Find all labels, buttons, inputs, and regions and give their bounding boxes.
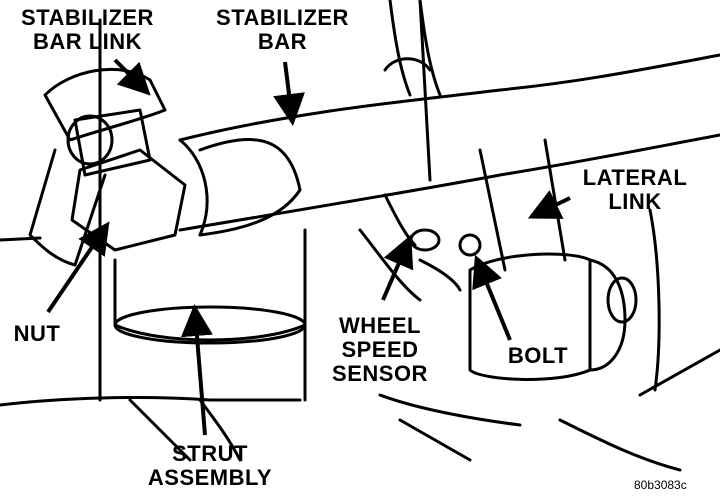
label-stabilizer-bar-link-line1: STABILIZER [21, 5, 154, 30]
stud [73, 108, 152, 177]
label-stabilizer-bar-link-line2: BAR LINK [32, 29, 143, 54]
bolt-head-small [458, 233, 482, 257]
link-post [43, 67, 167, 142]
label-wheel-speed-sensor-line3: SENSOR [332, 361, 428, 386]
arrow-nut [46, 221, 110, 314]
arrow-lateral-link [527, 190, 571, 219]
sensor-head [409, 228, 441, 252]
figure-id: 80b3083c [634, 478, 687, 492]
label-bolt: BOLT [498, 344, 578, 368]
nut-hex [70, 148, 187, 252]
arrow-strut-assembly [180, 304, 213, 436]
knuckle-lower [378, 393, 682, 472]
hose-loop [383, 57, 432, 72]
stabilizer-bar-end [178, 138, 209, 237]
bushing-nut [606, 276, 638, 324]
bushing-side [588, 258, 627, 372]
label-bolt-text: BOLT [507, 343, 569, 368]
label-stabilizer-bar-line2: BAR [257, 29, 308, 54]
strut-body [98, 18, 307, 402]
label-stabilizer-bar-line1: STABILIZER [216, 5, 349, 30]
label-lateral-link-line1: LATERAL [582, 165, 688, 190]
stud-end [66, 114, 114, 166]
strut-top [113, 258, 307, 342]
label-lateral-link: LATERAL LINK [575, 166, 695, 214]
arrow-wheel-speed-sensor [381, 234, 414, 301]
link-arm [28, 148, 107, 267]
label-strut-assembly: STRUT ASSEMBLY [130, 442, 290, 490]
label-strut-assembly-line1: STRUT [172, 441, 248, 466]
strut-cap [113, 305, 307, 345]
label-wheel-speed-sensor-line1: WHEEL [339, 313, 421, 338]
label-stabilizer-bar-link: STABILIZER BAR LINK [0, 6, 175, 54]
hose-top [388, 0, 442, 97]
label-nut: NUT [2, 322, 72, 346]
label-strut-assembly-line2: ASSEMBLY [147, 465, 273, 490]
arrow-bolt [472, 254, 512, 341]
label-wheel-speed-sensor-line2: SPEED [341, 337, 419, 362]
arrow-stabilizer-bar-link [113, 58, 151, 96]
label-wheel-speed-sensor: WHEEL SPEED SENSOR [325, 314, 435, 386]
label-nut-text: NUT [13, 321, 61, 346]
label-lateral-link-line2: LINK [608, 189, 662, 214]
stabilizer-bar-upper [178, 53, 720, 142]
label-stabilizer-bar: STABILIZER BAR [200, 6, 365, 54]
arrow-stabilizer-bar [273, 61, 305, 126]
stabilizer-bar-bushing [198, 137, 302, 237]
body-panel-right [418, 0, 720, 397]
